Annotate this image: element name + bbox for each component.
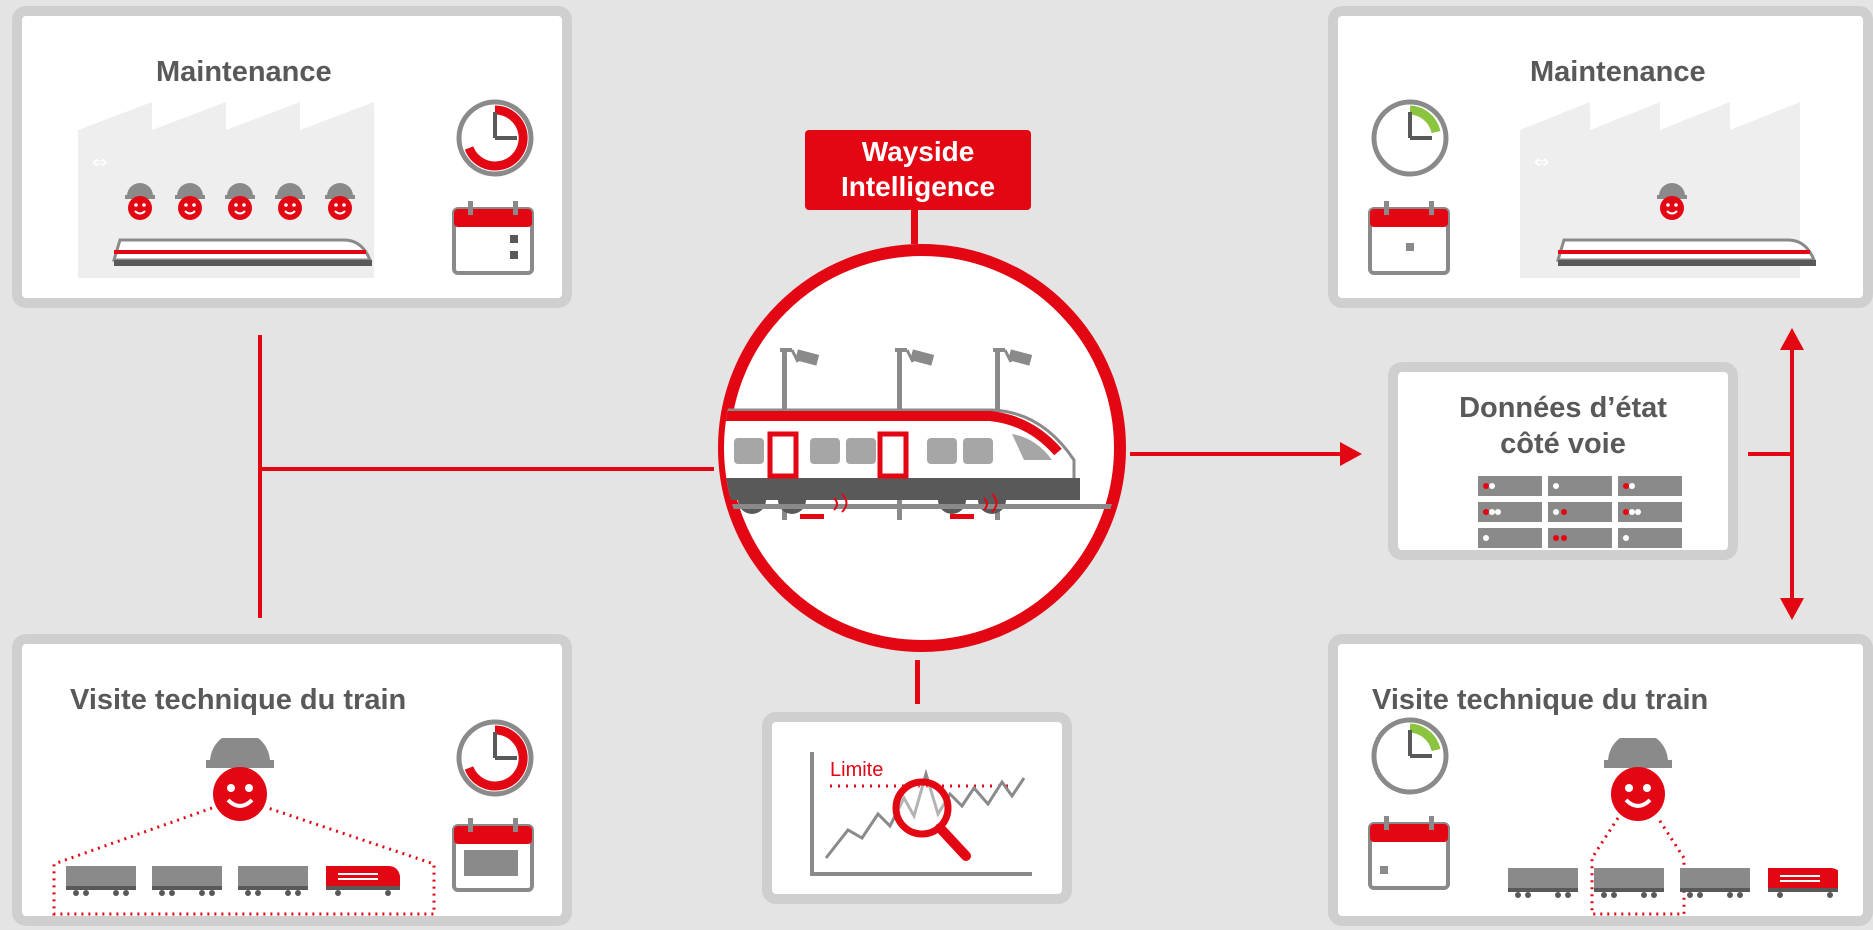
data-box-title: Données d’état côté voie bbox=[1398, 390, 1728, 462]
train-car bbox=[152, 866, 222, 896]
connector-right-vertical bbox=[1790, 345, 1794, 610]
inspection-illustration bbox=[52, 738, 436, 916]
arrow-up-icon bbox=[1780, 328, 1804, 350]
calendar-icon bbox=[452, 816, 534, 892]
connector-bottom-center bbox=[915, 660, 920, 704]
limit-chart-box: Limite bbox=[762, 712, 1072, 904]
inspection-card-bottom-right: Visite technique du train bbox=[1328, 634, 1873, 926]
worker-icon bbox=[1602, 738, 1674, 823]
badge-line1: Wayside bbox=[861, 136, 975, 167]
card-title: Visite technique du train bbox=[70, 684, 407, 716]
wayside-data-box: Données d’état côté voie bbox=[1388, 362, 1738, 560]
badge-connector bbox=[911, 204, 918, 244]
connector-data-to-vertical bbox=[1748, 452, 1793, 456]
train-car bbox=[238, 866, 308, 896]
card-title: Maintenance bbox=[156, 56, 332, 88]
maintenance-card-top-left: Maintenance ⇔ bbox=[12, 6, 572, 308]
connector-center-to-data bbox=[1130, 452, 1350, 456]
clock-icon bbox=[456, 719, 534, 797]
server-icon bbox=[1478, 476, 1682, 548]
clock-icon bbox=[1371, 717, 1449, 795]
card-title: Maintenance bbox=[1530, 56, 1706, 88]
connector-left-vertical bbox=[258, 335, 262, 618]
wayside-intelligence-badge: Wayside Intelligence bbox=[805, 130, 1031, 210]
card-title: Visite technique du train bbox=[1372, 684, 1709, 716]
badge-line2: Intelligence bbox=[840, 171, 996, 202]
calendar-icon bbox=[1368, 814, 1450, 890]
data-box-title-line2: côté voie bbox=[1500, 428, 1626, 460]
chart-axes bbox=[810, 752, 1032, 876]
locomotive-icon bbox=[1768, 868, 1838, 898]
svg-text:⇔: ⇔ bbox=[92, 152, 107, 173]
svg-text:⇔: ⇔ bbox=[1534, 152, 1549, 173]
worker-icon bbox=[204, 738, 276, 823]
wayside-monitoring-circle bbox=[718, 244, 1126, 652]
rail bbox=[724, 504, 1120, 509]
connector-left-horizontal bbox=[258, 467, 714, 471]
data-box-title-line1: Données d’état bbox=[1459, 392, 1667, 424]
track-sensor bbox=[800, 514, 824, 519]
magnifier-icon bbox=[892, 778, 971, 861]
calendar-icon bbox=[452, 199, 534, 275]
train-car bbox=[1680, 868, 1750, 898]
factory-icon: ⇔ bbox=[78, 102, 374, 278]
limit-label: Limite bbox=[830, 759, 883, 781]
locomotive-icon bbox=[326, 866, 400, 896]
train-icon bbox=[724, 408, 1080, 514]
clock-icon bbox=[1371, 99, 1449, 177]
calendar-icon bbox=[1368, 199, 1450, 275]
inspection-card-bottom-left: Visite technique du train bbox=[12, 634, 572, 926]
track-sensor bbox=[950, 514, 974, 519]
limit-chart: Limite bbox=[810, 752, 1032, 876]
factory-icon: ⇔ bbox=[1520, 102, 1818, 278]
arrow-right-icon bbox=[1340, 442, 1362, 466]
train-car bbox=[1508, 868, 1578, 898]
arrow-down-icon bbox=[1780, 598, 1804, 620]
maintenance-card-top-right: Maintenance ⇔ bbox=[1328, 6, 1873, 308]
chart-series-line bbox=[824, 768, 1026, 859]
train-icon bbox=[112, 238, 374, 268]
train-icon bbox=[1556, 238, 1818, 268]
train-car bbox=[66, 866, 136, 896]
inspection-illustration bbox=[1508, 738, 1838, 916]
clock-icon bbox=[456, 99, 534, 177]
train-car bbox=[1594, 868, 1664, 898]
